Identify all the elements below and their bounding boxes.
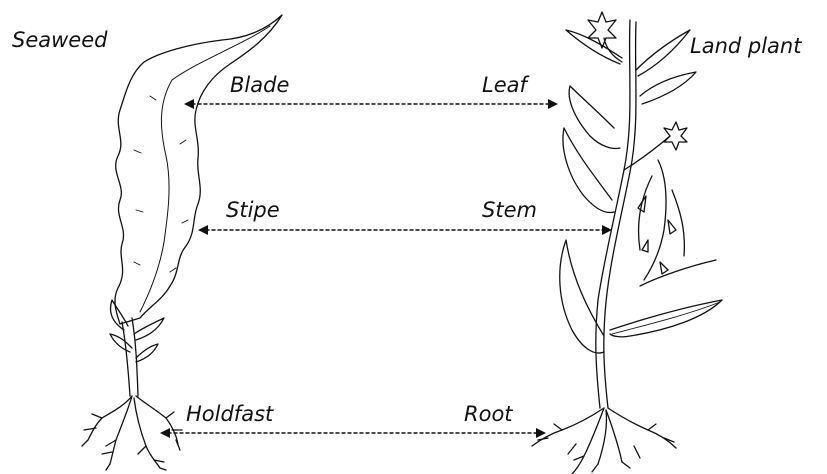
plant-leaf-left-upper: [569, 86, 620, 149]
connectors: [168, 104, 604, 433]
holdfast-label: Holdfast: [186, 404, 273, 425]
root-label: Root: [464, 404, 513, 425]
seaweed-blade-midrib: [140, 26, 270, 312]
plant-leaf-left-middle: [563, 128, 614, 212]
stem-label: Stem: [482, 200, 537, 221]
plant-leaf-right-lower: [610, 300, 722, 337]
plant-roots: [532, 408, 676, 474]
land-plant-illustration: [532, 12, 722, 474]
blade-label: Blade: [230, 75, 289, 96]
leaf-label: Leaf: [482, 75, 527, 96]
plant-flower-branch: [624, 122, 716, 286]
plant-leaf-top-right: [636, 30, 690, 76]
stipe-label: Stipe: [226, 200, 280, 221]
plant-stem: [596, 20, 636, 408]
plant-leaf-right-middle: [640, 72, 696, 104]
seaweed-blade: [115, 15, 282, 324]
arrowheads: [160, 99, 612, 438]
seaweed-title: Seaweed: [12, 30, 107, 51]
plant-leaf-left-lower: [560, 240, 604, 353]
land-plant-title: Land plant: [690, 36, 801, 57]
